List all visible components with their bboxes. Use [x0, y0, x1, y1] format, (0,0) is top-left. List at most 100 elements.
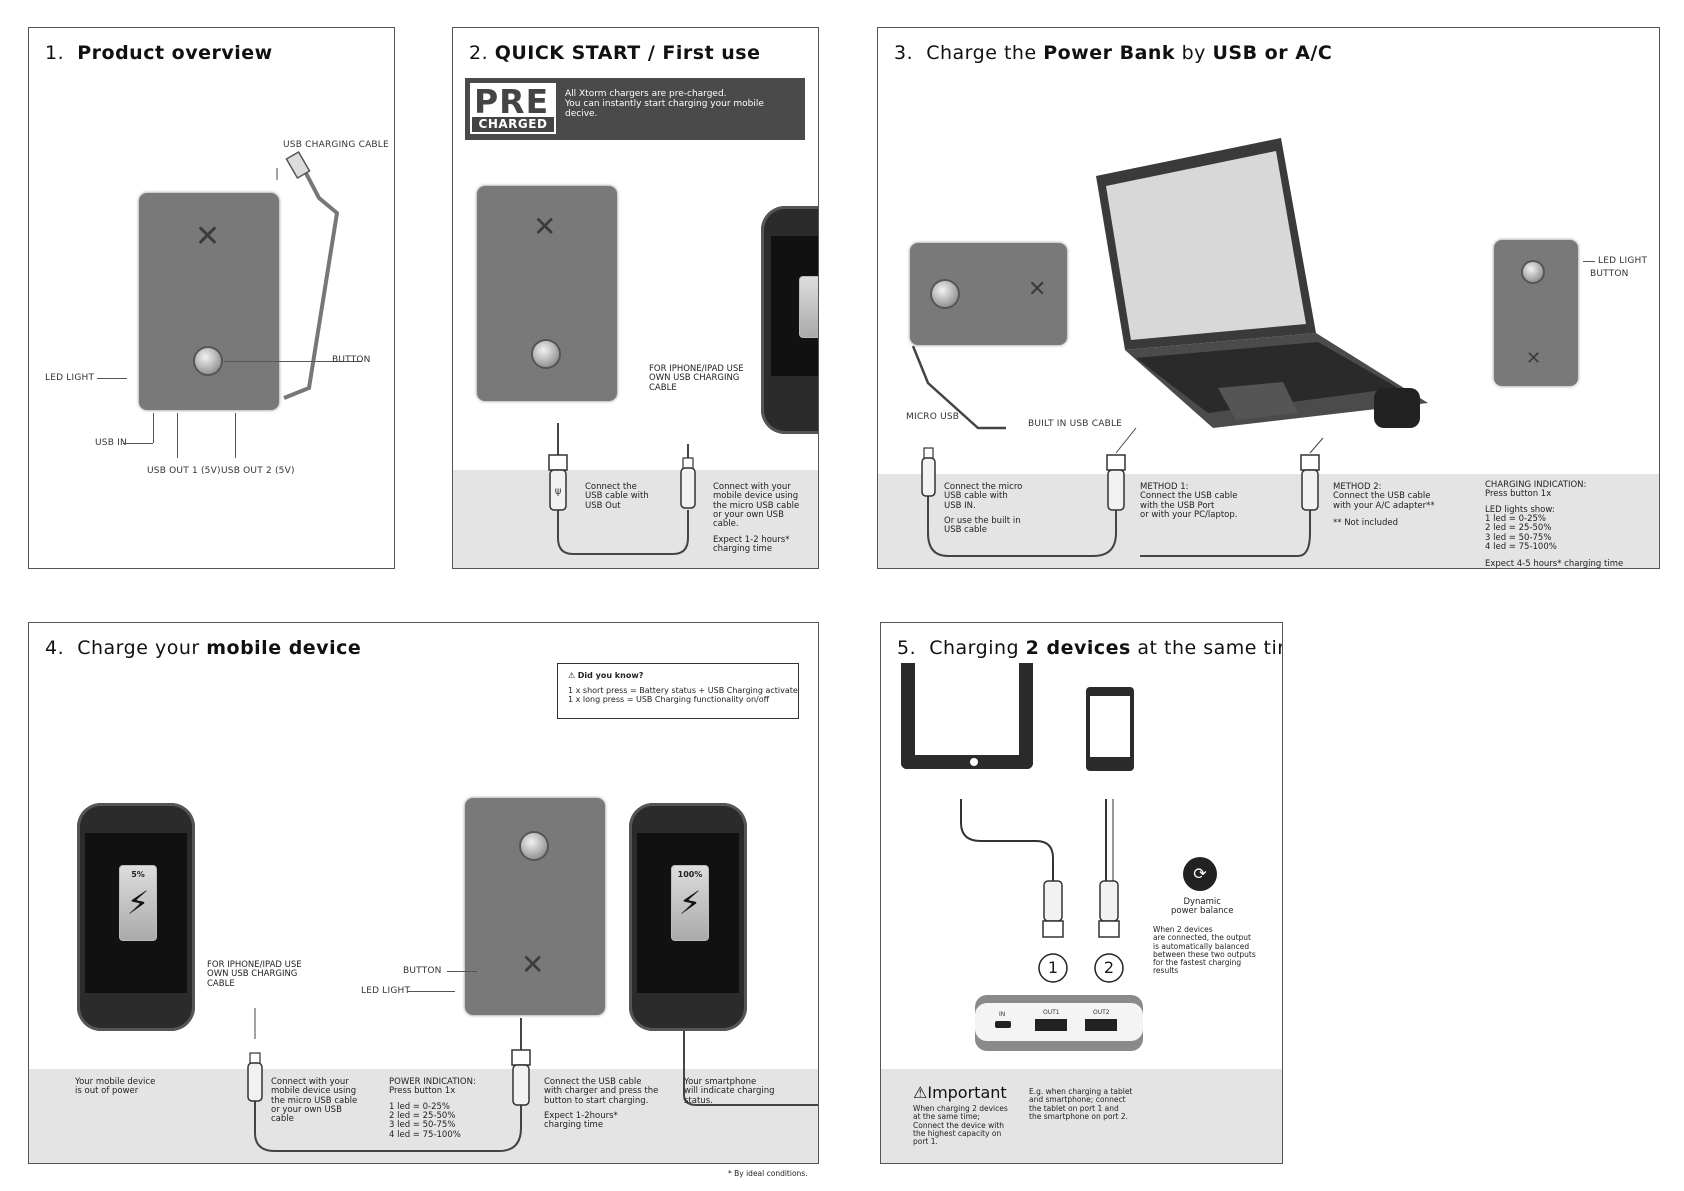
battery-low-icon: 5% ⚡ [119, 865, 157, 941]
port-in-label: IN [999, 1011, 1006, 1018]
ac-adapter [1374, 388, 1420, 428]
tablet-icon [901, 663, 1033, 769]
leader-line [235, 413, 236, 458]
col-power-indication: POWER INDICATION:Press button 1x 1 led =… [389, 1077, 476, 1140]
power-bank: ✕ [139, 193, 279, 410]
warning-icon: ⚠ [913, 1083, 928, 1102]
col-charging-indication: CHARGING INDICATION:Press button 1x LED … [1485, 480, 1624, 569]
warning-icon: ⚠ [568, 671, 576, 680]
instruction-band [453, 470, 818, 568]
leader-line [447, 971, 477, 972]
panel-quick-start: 2. QUICK START / First use PRE CHARGED A… [452, 27, 819, 569]
usb-cables [247, 1008, 818, 1152]
badge-pre: PRE [474, 82, 550, 121]
banner-text: All Xtorm chargers are pre-charged.You c… [565, 89, 764, 119]
panel-charge-power-bank: 3. Charge the Power Bank by USB or A/C ✕… [877, 27, 1660, 569]
port-1-label: 1 [1047, 958, 1059, 977]
port-in [995, 1021, 1011, 1028]
bolt-icon: ⚡ [678, 884, 702, 922]
phone-screen: 100% ⚡ [637, 833, 739, 993]
panel-title: 4. Charge your mobile device [45, 637, 362, 659]
panel-title: 3. Charge the Power Bank by USB or A/C [894, 42, 1333, 64]
power-button [932, 281, 958, 307]
panel-title: 5. Charging 2 devices at the same time [897, 637, 1282, 659]
leader-line [177, 413, 178, 458]
label-button: BUTTON [1590, 269, 1629, 279]
battery-icon [799, 276, 818, 338]
power-button [521, 833, 547, 859]
instruction-band [29, 1069, 818, 1163]
smartphone [761, 206, 818, 434]
instruction-band [881, 1069, 1282, 1163]
did-you-know-box: ⚠ Did you know? 1 x short press = Batter… [557, 663, 799, 719]
phone-screen: 5% ⚡ [85, 833, 187, 993]
power-bank: ✕ [477, 186, 617, 401]
important-heading: ⚠Important [913, 1083, 1007, 1102]
power-button [533, 341, 559, 367]
smartphone-icon [1086, 687, 1134, 771]
panel-charge-mobile: 4. Charge your mobile device ⚠ Did you k… [28, 622, 819, 1164]
leader-line [153, 413, 154, 443]
label-led-light: LED LIGHT [45, 373, 95, 383]
footnote: * By ideal conditions. [728, 1169, 808, 1178]
leader-line [407, 991, 455, 992]
dynamic-power-icon: ⟳ [1183, 857, 1217, 891]
smartphone-full: 100% ⚡ [629, 803, 747, 1031]
pre-charged-badge: PRE CHARGED [470, 82, 556, 134]
usb-charging-cable [276, 150, 340, 400]
power-bank-portrait: ✕ [1494, 240, 1578, 386]
leader-line [97, 378, 127, 379]
label-usb-in: USB IN [95, 438, 127, 448]
usb-cables [911, 345, 1324, 557]
leader-line [224, 361, 362, 362]
usb-cable: ψ [548, 423, 696, 555]
xtorm-logo-icon: ✕ [521, 948, 545, 981]
port-2-label: 2 [1103, 958, 1115, 977]
led-button [1523, 262, 1543, 282]
laptop [1096, 138, 1428, 428]
xtorm-logo-icon: ✕ [533, 210, 557, 243]
leader-line [1583, 261, 1595, 262]
label-button: BUTTON [332, 355, 371, 365]
port-out1-label: OUT1 [1043, 1009, 1060, 1016]
xtorm-logo-icon: ✕ [1028, 277, 1047, 302]
xtorm-logo-icon: ✕ [195, 219, 221, 254]
smartphone-empty: 5% ⚡ [77, 803, 195, 1031]
pre-charged-banner: PRE CHARGED All Xtorm chargers are pre-c… [465, 78, 805, 140]
port-out1 [1035, 1019, 1067, 1031]
panel-title: 1. Product overview [45, 42, 273, 64]
label-built-in-cable: BUILT IN USB CABLE [1028, 419, 1123, 429]
panel-product-overview: 1. Product overview ✕ USB CHARGING CABLE… [28, 27, 395, 569]
phone-screen [771, 236, 818, 376]
power-bank-top-view: IN OUT1 OUT2 [975, 995, 1143, 1051]
label-led-light: LED LIGHT [361, 986, 411, 996]
label-usb-charging-cable: USB CHARGING CABLE [283, 140, 389, 150]
power-bank: ✕ [465, 798, 605, 1015]
port-out2 [1085, 1019, 1117, 1031]
panel-two-devices: 5. Charging 2 devices at the same time 1… [880, 622, 1283, 1164]
badge-charged: CHARGED [472, 117, 554, 132]
did-you-know-text: ⚠ Did you know? 1 x short press = Batter… [568, 671, 798, 704]
usb-cables [960, 799, 1124, 983]
power-bank-landscape: ✕ [910, 243, 1067, 345]
svg-text:ψ: ψ [555, 486, 562, 497]
panel-title: 2. QUICK START / First use [469, 42, 761, 64]
power-button [195, 348, 221, 374]
leader-line [123, 443, 153, 444]
battery-full-icon: 100% ⚡ [671, 865, 709, 941]
label-button: BUTTON [403, 966, 442, 976]
